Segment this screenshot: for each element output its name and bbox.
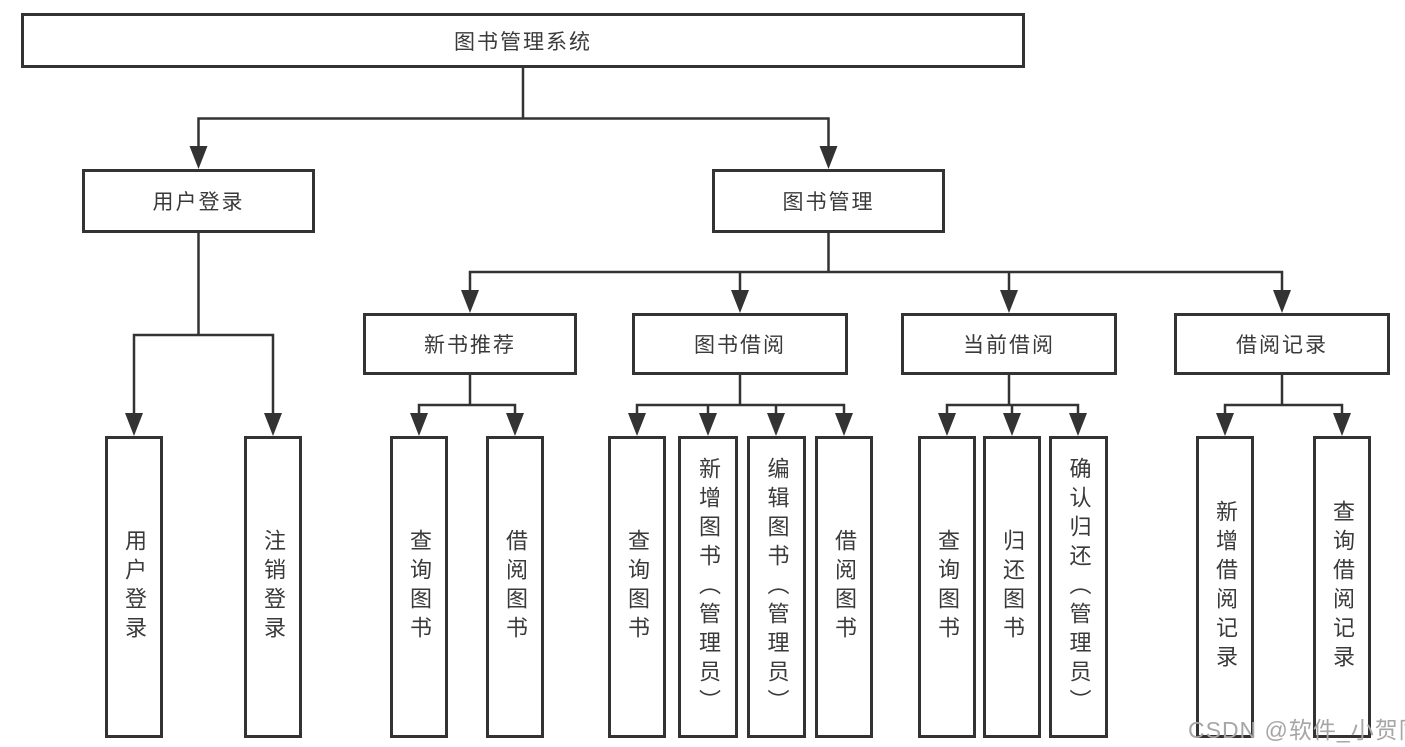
node-label: 查询图书 (625, 529, 650, 645)
node-borrow-records: 借阅记录 (1174, 313, 1390, 375)
node-label: 当前借阅 (963, 334, 1055, 357)
arrowhead-icon (835, 413, 853, 436)
arrowhead-icon (628, 413, 646, 436)
arrowhead-icon (125, 413, 143, 436)
node-book-borrow: 图书借阅 (632, 313, 848, 375)
leaf-logout-login: 注销登录 (244, 436, 302, 738)
arrowhead-icon (767, 413, 785, 436)
node-label: 用户登录 (122, 529, 147, 645)
leaf-borrow-add-books-admin: 新增图书（管理员） (678, 436, 738, 738)
leaf-borrow-borrow-books: 借阅图书 (815, 436, 873, 738)
node-root: 图书管理系统 (21, 13, 1025, 68)
node-label: 新增图书（管理员） (696, 456, 721, 718)
connector-new-book-recommend-split (417, 375, 517, 415)
arrowhead-icon (1000, 290, 1018, 313)
node-label: 编辑图书（管理员） (764, 456, 790, 718)
node-current-borrow: 当前借阅 (901, 313, 1117, 375)
arrowhead-icon (1273, 290, 1291, 313)
leaf-recommend-borrow-books: 借阅图书 (486, 436, 544, 738)
node-label: 借阅记录 (1236, 334, 1328, 357)
arrowhead-icon (731, 290, 749, 313)
node-label: 新书推荐 (424, 334, 516, 357)
leaf-records-add-record: 新增借阅记录 (1196, 436, 1254, 738)
node-user-login: 用户登录 (82, 169, 315, 233)
leaf-records-query-record: 查询借阅记录 (1313, 436, 1371, 738)
leaf-current-return-books: 归还图书 (983, 436, 1041, 738)
node-label: 归还图书 (1000, 529, 1025, 645)
leaf-borrow-query-books: 查询图书 (608, 436, 666, 738)
node-label: 图书借阅 (694, 334, 786, 357)
leaf-recommend-query-books: 查询图书 (390, 436, 448, 738)
leaf-user-login: 用户登录 (105, 436, 163, 738)
arrowhead-icon (264, 413, 282, 436)
arrowhead-icon (699, 413, 717, 436)
connector-book-management-split (468, 232, 1284, 292)
node-label: 图书管理 (782, 191, 875, 214)
node-book-management: 图书管理 (712, 169, 945, 233)
leaf-borrow-edit-books-admin: 编辑图书（管理员） (747, 436, 806, 738)
node-label: 新增借阅记录 (1213, 500, 1238, 674)
arrowhead-icon (189, 146, 208, 169)
connector-user-login-split (132, 233, 275, 415)
node-label: 查询图书 (407, 529, 432, 645)
node-label: 借阅图书 (503, 529, 528, 645)
leaf-current-confirm-return-admin: 确认归还（管理员） (1049, 436, 1108, 738)
arrowhead-icon (819, 146, 838, 169)
connector-current-borrow-split (945, 375, 1080, 415)
arrowhead-icon (410, 413, 428, 436)
node-label: 查询图书 (935, 529, 960, 645)
node-label: 图书管理系统 (454, 30, 592, 54)
watermark: CSDN @软件_小贺同学 (1188, 717, 1405, 743)
node-label: 借阅图书 (832, 529, 857, 645)
arrowhead-icon (1216, 413, 1234, 436)
connector-root-split (197, 68, 830, 147)
node-new-book-recommend: 新书推荐 (363, 313, 577, 375)
node-label: 用户登录 (152, 191, 245, 214)
connector-book-borrow-split (635, 375, 846, 415)
arrowhead-icon (461, 290, 479, 313)
leaf-current-query-books: 查询图书 (918, 436, 976, 738)
arrowhead-icon (506, 413, 524, 436)
node-label: 确认归还（管理员） (1066, 456, 1092, 718)
node-label: 注销登录 (261, 529, 286, 645)
connector-borrow-records-split (1223, 375, 1344, 415)
node-label: 查询借阅记录 (1330, 500, 1355, 674)
arrowhead-icon (938, 413, 956, 436)
arrowhead-icon (1333, 413, 1351, 436)
arrowhead-icon (1069, 413, 1087, 436)
arrowhead-icon (1003, 413, 1021, 436)
